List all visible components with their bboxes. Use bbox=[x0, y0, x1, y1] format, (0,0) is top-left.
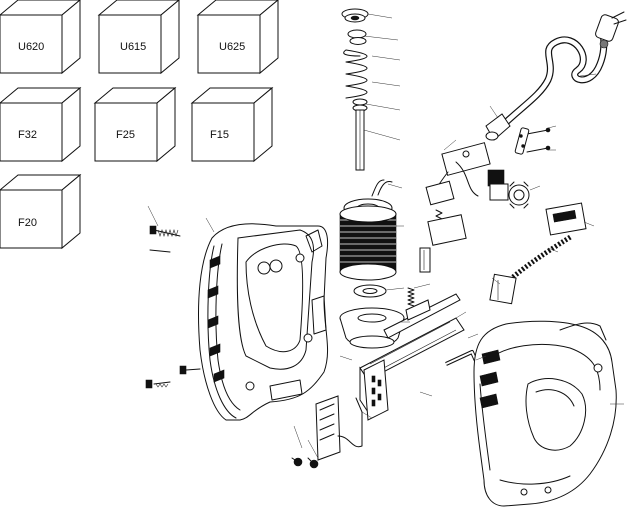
left-housing bbox=[198, 223, 329, 421]
right-housing bbox=[473, 320, 617, 507]
staple-box-u625: U625 bbox=[196, 0, 279, 75]
switch-assembly bbox=[419, 142, 509, 273]
contact-rod bbox=[489, 202, 587, 305]
staple-box-u620: U620 bbox=[0, 0, 81, 75]
buffer-ring bbox=[353, 284, 387, 298]
staple-box-label: U615 bbox=[120, 41, 146, 53]
staple-box-f15: F15 bbox=[190, 86, 274, 163]
adjust-wheel bbox=[508, 181, 530, 209]
solenoid-base bbox=[339, 307, 405, 349]
small-spring bbox=[407, 287, 415, 307]
magazine bbox=[359, 293, 465, 421]
staple-box-label: F25 bbox=[116, 129, 135, 141]
small-screws bbox=[291, 457, 319, 469]
screws bbox=[514, 127, 551, 155]
staple-box-label: F32 bbox=[18, 129, 37, 141]
housing-screws bbox=[145, 225, 201, 389]
staple-box-f25: F25 bbox=[93, 86, 177, 163]
solenoid-coil bbox=[339, 179, 397, 281]
staple-box-label: F20 bbox=[18, 217, 37, 229]
leader-lines bbox=[147, 13, 624, 459]
staple-box-f32: F32 bbox=[0, 86, 82, 163]
staple-box-f20: F20 bbox=[0, 173, 82, 250]
staple-box-label: U625 bbox=[219, 41, 245, 53]
power-cord bbox=[485, 11, 627, 141]
plunger-spring-assembly bbox=[341, 8, 369, 171]
safety-plate bbox=[315, 395, 363, 461]
staple-box-u615: U615 bbox=[97, 0, 180, 75]
staple-box-label: U620 bbox=[18, 41, 44, 53]
staple-box-label: F15 bbox=[210, 129, 229, 141]
